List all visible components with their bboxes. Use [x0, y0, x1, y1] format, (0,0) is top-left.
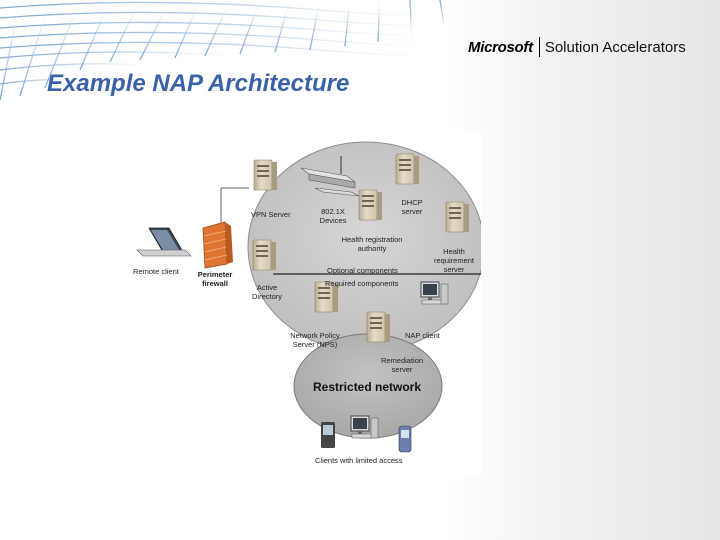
- nap-architecture-diagram: VPN Server 802.1X Devices DHCP server He…: [101, 130, 481, 478]
- remote-client-label: Remote client: [133, 267, 179, 276]
- perimeter-firewall-label: Perimeter firewall: [197, 270, 233, 288]
- restricted-network-label: Restricted network: [313, 380, 422, 394]
- wireframe-banner: [0, 0, 482, 101]
- vpn-server-icon: [253, 159, 278, 191]
- vpn-server-label: VPN Server: [251, 210, 291, 219]
- remediation-server-icon: [366, 311, 391, 343]
- clients-limited-access-label: Clients with limited access: [315, 456, 403, 465]
- microsoft-solution-accelerators-logo: Microsoft Solution Accelerators: [468, 36, 686, 58]
- logo-product: Solution Accelerators: [544, 38, 686, 56]
- 8021x-devices-icon: [300, 156, 360, 197]
- nap-client-pc-icon: [420, 281, 449, 305]
- nap-client-label: NAP client: [405, 331, 440, 340]
- network-policy-server-label: Network Policy Server (NPS): [290, 331, 340, 349]
- active-directory-icon: [252, 239, 277, 271]
- health-requirement-server-label: Health requirement server: [433, 247, 475, 274]
- dhcp-server-label: DHCP server: [401, 198, 423, 216]
- required-components-label: Required components: [325, 279, 399, 288]
- active-directory-label: Active Directory: [251, 283, 282, 301]
- pda-icon: [321, 422, 335, 448]
- health-requirement-server-icon: [445, 201, 470, 233]
- firewall-icon: [202, 221, 233, 269]
- clients-limited-access-icons: [321, 415, 412, 453]
- logo-brand: Microsoft: [468, 38, 533, 56]
- optional-components-label: Optional components: [327, 266, 398, 275]
- slide-title: Example NAP Architecture: [47, 70, 350, 97]
- health-registration-authority-label: Health registration authority: [341, 235, 403, 253]
- laptop-icon: [136, 227, 192, 257]
- diagram-graphics: [136, 141, 481, 453]
- health-registration-authority-icon: [358, 189, 383, 221]
- remediation-server-label: Remediation server: [380, 356, 424, 374]
- dhcp-server-icon: [395, 153, 420, 185]
- client-pc-icon: [350, 415, 379, 439]
- logo-divider: [538, 37, 540, 57]
- 8021x-devices-label: 802.1X Devices: [319, 207, 347, 225]
- mobile-phone-icon: [398, 425, 412, 453]
